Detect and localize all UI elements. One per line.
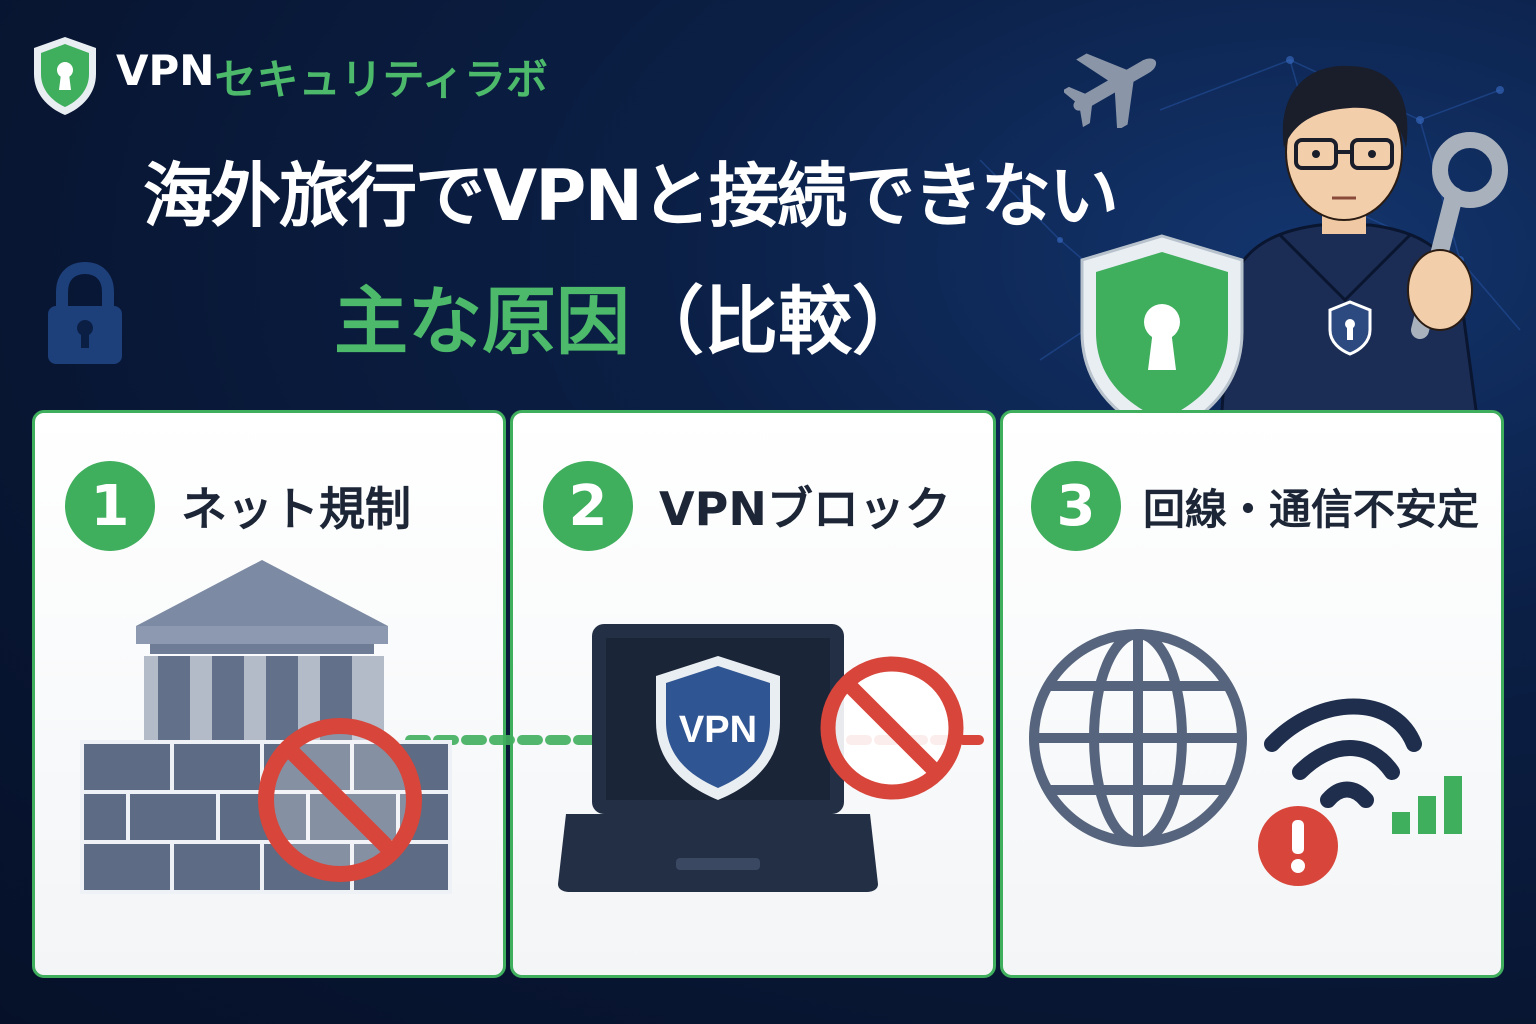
card-header: 3 回線・通信不安定: [1031, 461, 1479, 551]
cause-card-vpn-block: 2 VPNブロック: [510, 410, 996, 978]
security-expert-character: [1080, 65, 1508, 440]
card-header: 2 VPNブロック: [543, 461, 951, 551]
page-subtitle: 主な原因（比較）: [60, 262, 1200, 369]
page-title: 海外旅行でVPNと接続できない: [142, 155, 1119, 237]
chest-shield-icon: [1328, 300, 1372, 356]
number-badge: 1: [65, 461, 155, 551]
shield-lock-icon: [34, 37, 96, 115]
card-title: ネット規制: [181, 482, 411, 536]
subtitle-main: 主な原因: [334, 279, 630, 365]
brand-name-vpn: VPN: [116, 45, 215, 95]
subtitle-comparison: （比較）: [630, 279, 926, 365]
cause-card-unstable-line: 3 回線・通信不安定: [1000, 410, 1504, 978]
brand-name-lab: セキュリティラボ: [214, 54, 548, 104]
number-badge: 3: [1031, 461, 1121, 551]
number-badge: 2: [543, 461, 633, 551]
padlock-icon: [48, 262, 122, 364]
card-title: VPNブロック: [659, 482, 951, 536]
card-title: 回線・通信不安定: [1143, 484, 1480, 534]
big-shield-lock-icon: [1080, 234, 1244, 440]
airplane-icon: [1064, 53, 1157, 128]
card-header: 1 ネット規制: [65, 461, 411, 551]
cause-card-net-regulation: 1 ネット規制: [32, 410, 506, 978]
